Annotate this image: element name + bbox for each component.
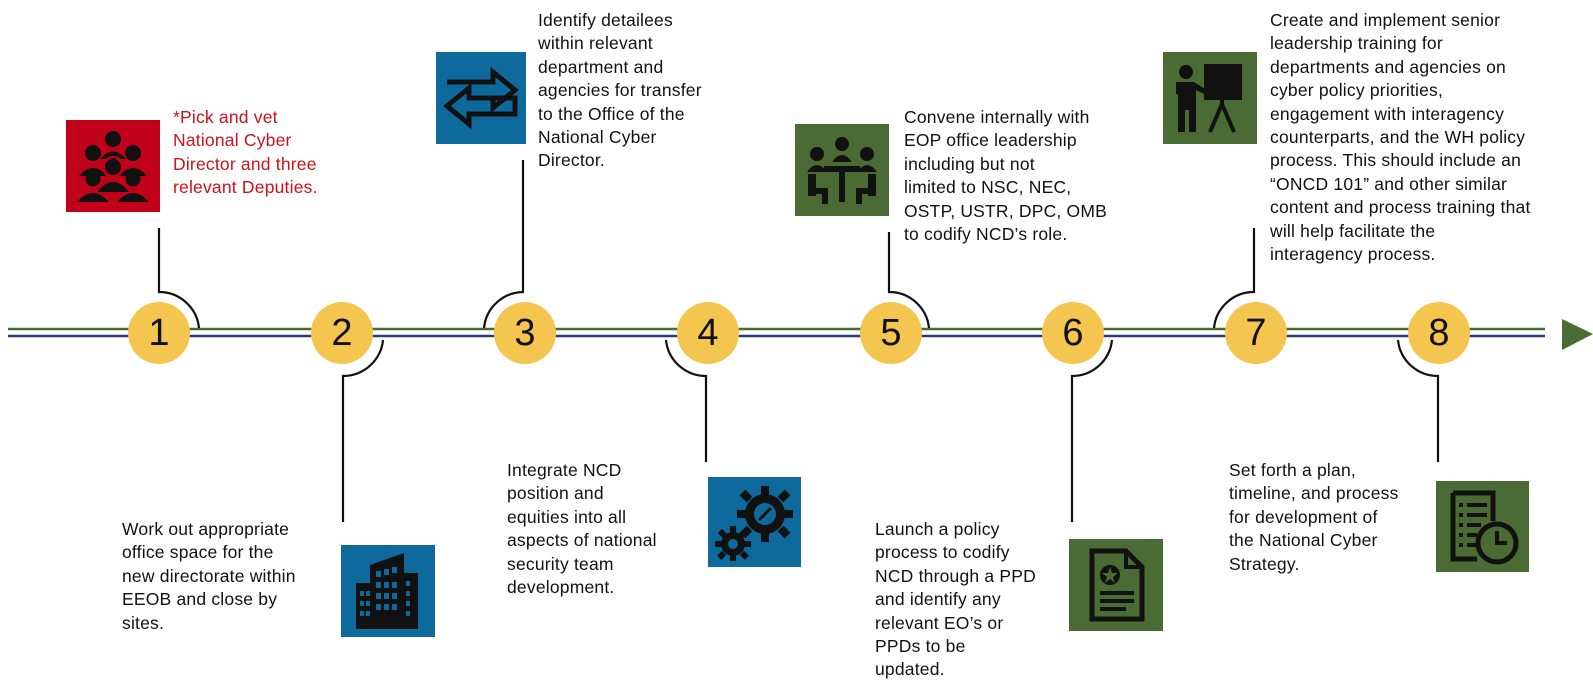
meeting-table-icon [807, 137, 877, 204]
step-3-circle: 3 [494, 302, 556, 364]
step-4-circle: 4 [677, 302, 739, 364]
step-6-icon-box [1069, 539, 1163, 631]
connector-7 [1212, 228, 1256, 329]
step-1-text: *Pick and vet National Cyber Director an… [173, 107, 318, 198]
step-8-circle: 8 [1408, 302, 1470, 364]
step-1-icon-box [66, 120, 160, 212]
step-2-circle: 2 [311, 302, 373, 364]
step-7-icon-box [1163, 52, 1257, 144]
step-2-text: Work out appropriate office space for th… [122, 519, 296, 633]
step-3-text: Identify detailees within relevant depar… [538, 10, 702, 171]
step-8-text: Set forth a plan, timeline, and process … [1229, 460, 1399, 574]
step-7-circle: 7 [1225, 302, 1287, 364]
step-3-number: 3 [514, 311, 536, 354]
transfer-arrows-icon [443, 66, 519, 130]
step-4-icon-box [708, 477, 801, 567]
step-1-number: 1 [148, 311, 170, 354]
timeline-line [8, 327, 1545, 338]
office-building-icon [356, 553, 418, 629]
connector-3 [482, 160, 525, 329]
connector-4 [664, 339, 708, 462]
step-1-circle: 1 [128, 302, 190, 364]
step-5-text: Convene internally with EOP office leade… [904, 107, 1108, 245]
step-5-icon-box [795, 124, 889, 216]
connector-1 [157, 228, 201, 329]
connectors [157, 160, 1440, 522]
step-5-number: 5 [880, 311, 902, 354]
step-6-number: 6 [1062, 311, 1084, 354]
presentation-icon [1176, 64, 1242, 133]
step-4-number: 4 [697, 311, 719, 354]
step-2-icon-box [341, 545, 435, 637]
connector-2 [341, 339, 385, 522]
step-5-circle: 5 [860, 302, 922, 364]
connector-6 [1070, 339, 1114, 522]
step-8-number: 8 [1428, 311, 1450, 354]
step-7-text: Create and implement senior leadership t… [1270, 10, 1531, 265]
step-6-circle: 6 [1042, 302, 1104, 364]
connector-8 [1396, 339, 1440, 462]
timeline-arrowhead [1562, 319, 1593, 350]
schedule-clock-icon [1450, 490, 1518, 564]
certificate-document-icon [1089, 548, 1145, 622]
people-group-icon [77, 131, 149, 202]
connector-5 [887, 232, 931, 329]
step-3-icon-box [436, 52, 526, 144]
step-4-text: Integrate NCD position and equities into… [507, 460, 657, 598]
step-8-icon-box [1436, 481, 1529, 572]
step-7-number: 7 [1245, 311, 1267, 354]
gears-icon [714, 486, 793, 561]
step-2-number: 2 [331, 311, 353, 354]
step-6-text: Launch a policy process to codify NCD th… [875, 519, 1036, 680]
